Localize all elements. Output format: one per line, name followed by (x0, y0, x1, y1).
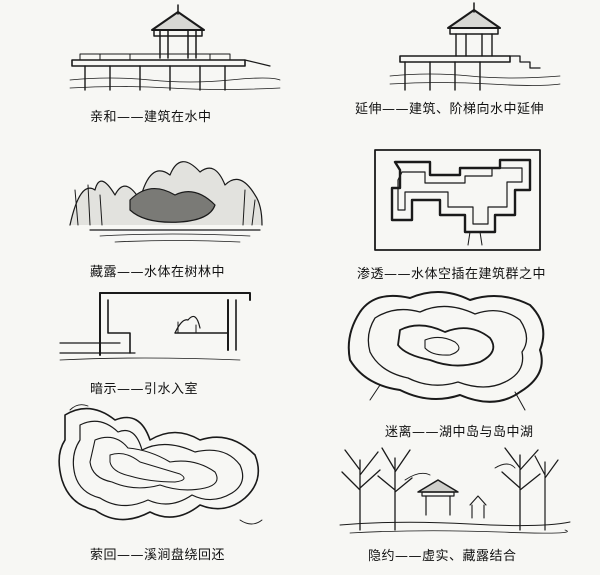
caption-bewilderment: 迷离——湖中岛与岛中湖 (385, 425, 534, 440)
caption-permeation: 渗透——水体空插在建筑群之中 (357, 267, 547, 282)
sketch-water-between-buildings (374, 149, 541, 251)
sketch-water-into-room (59, 292, 251, 361)
caption-suggestion: 暗示——引水入室 (90, 382, 199, 397)
caption-affinity: 亲和——建筑在水中 (90, 110, 212, 125)
sketch-pavilion-with-steps (389, 2, 561, 91)
caption-hidden-revealed: 藏露——水体在树林中 (90, 265, 226, 280)
sketch-meandering-stream (58, 404, 263, 525)
caption-meandering: 萦回——溪涧盘绕回还 (90, 548, 226, 563)
sketch-island-lake (347, 290, 545, 411)
sketch-pavilion-over-water (69, 4, 281, 91)
sketch-trees-and-pavilion (339, 447, 571, 534)
caption-extension: 延伸——建筑、阶梯向水中延伸 (355, 102, 545, 117)
sketch-water-in-trees (69, 161, 263, 243)
caption-faint: 隐约——虚实、藏露结合 (368, 549, 517, 564)
